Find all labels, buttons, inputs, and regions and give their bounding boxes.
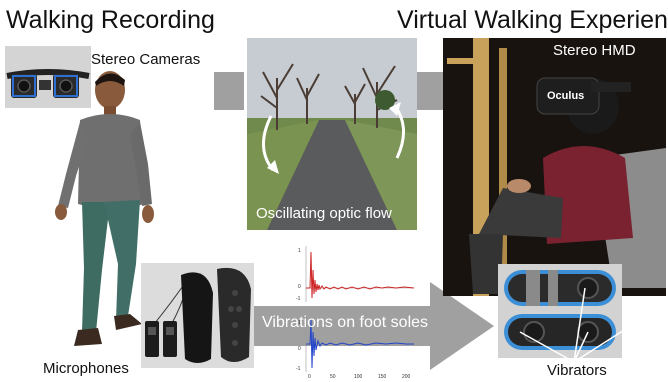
blue-waveform (306, 319, 414, 369)
top-y-tick-0: 0 (298, 284, 301, 290)
road-photo: Oscillating optic flow (247, 38, 417, 230)
microphones-shoes-photo (141, 263, 254, 368)
optic-flow-label: Oscillating optic flow (256, 205, 392, 222)
x-tick-0: 0 (308, 374, 311, 380)
sole-vibrators (498, 264, 622, 358)
vibrations-label: Vibrations on foot soles (262, 314, 429, 331)
bottom-flow-arrow (252, 282, 494, 370)
microphones-label: Microphones (43, 360, 129, 377)
seated-user-scene (443, 38, 666, 296)
stereo-cameras-label: Stereo Cameras (91, 51, 201, 68)
heading-walking-recording: Walking Recording (6, 6, 215, 34)
top-flow-arrow (214, 72, 244, 110)
heading-virtual-walking: Virtual Walking Experience (397, 6, 668, 34)
road-scene (247, 38, 417, 230)
walking-man-figure (55, 71, 154, 346)
camera-rig-icon (5, 46, 91, 108)
stereo-camera-photo (5, 46, 91, 108)
vibrators-label: Vibrators (547, 362, 607, 379)
top-y-tick-minus1: -1 (296, 296, 301, 302)
hmd-photo: Stereo HMD Oculus (443, 38, 666, 296)
red-waveform (306, 251, 415, 299)
bottom-y-tick-1: 1 (298, 320, 301, 326)
vibrator-soles-photo (498, 264, 622, 358)
bottom-y-tick-0: 0 (298, 346, 301, 352)
x-tick-50: 50 (330, 374, 336, 380)
bottom-y-tick-minus1: -1 (296, 366, 301, 372)
x-tick-100: 100 (354, 374, 363, 380)
oculus-brand-text: Oculus (547, 90, 585, 102)
vibration-waveform-plot: 1 0 -1 1 0 -1 0 50 100 150 200 (296, 246, 415, 380)
x-tick-200: 200 (402, 374, 411, 380)
mics-and-shoes (141, 263, 254, 368)
x-tick-150: 150 (378, 374, 387, 380)
stereo-hmd-label: Stereo HMD (553, 42, 636, 59)
top-y-tick-1: 1 (298, 248, 301, 254)
